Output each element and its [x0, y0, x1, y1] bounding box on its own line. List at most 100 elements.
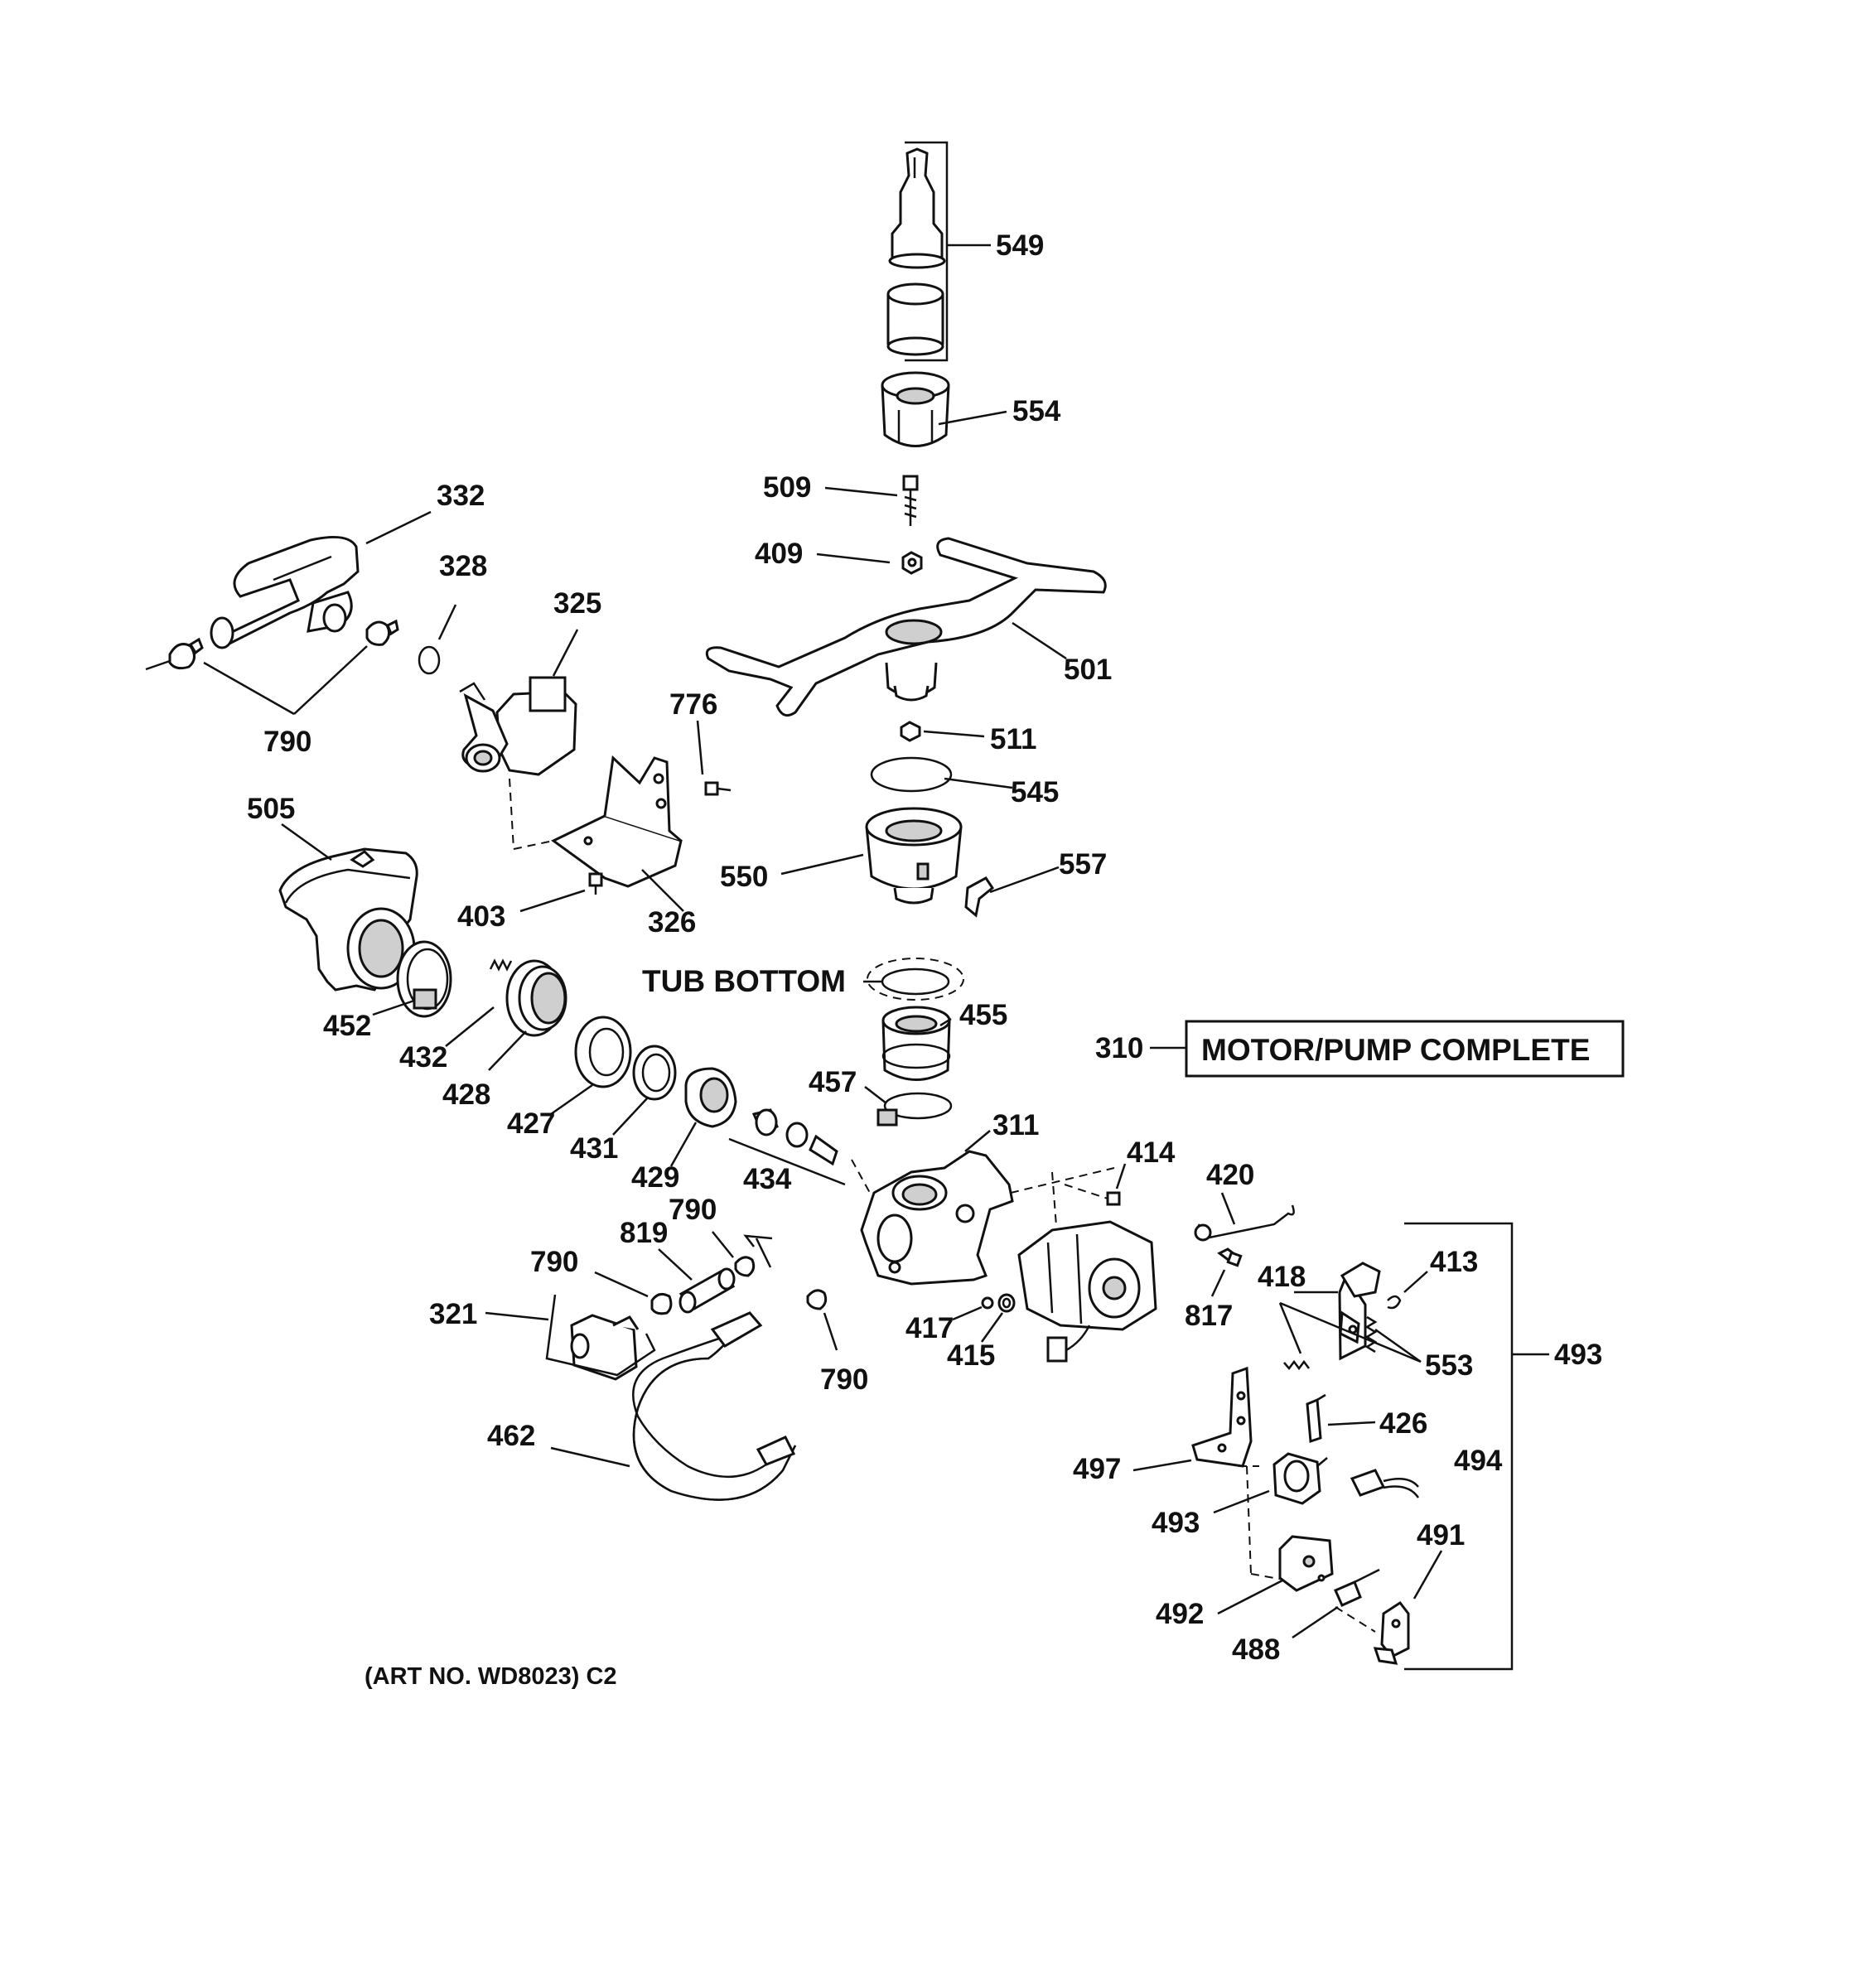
- part-motor: [1017, 1220, 1157, 1363]
- art-number: (ART NO. WD8023) C2: [365, 1663, 617, 1690]
- part-434-check-valve: [751, 1108, 838, 1166]
- part-spring-upper: [1340, 1262, 1381, 1353]
- label-321: 321: [429, 1298, 477, 1330]
- part-509-screw: [902, 475, 919, 526]
- part-545-ring: [870, 756, 953, 793]
- part-417-washer: [981, 1296, 994, 1310]
- part-420-rod: [1194, 1204, 1295, 1242]
- label-545: 545: [1011, 776, 1059, 808]
- label-403: 403: [457, 900, 505, 933]
- label-414: 414: [1127, 1136, 1176, 1169]
- part-328-ring: [418, 645, 441, 675]
- part-554-filter: [881, 371, 950, 447]
- label-413: 413: [1430, 1246, 1478, 1278]
- label-427: 427: [507, 1107, 555, 1140]
- part-776-screw: [704, 781, 732, 796]
- label-488: 488: [1232, 1633, 1280, 1666]
- part-403-screw: [588, 872, 603, 895]
- label-409: 409: [755, 538, 803, 570]
- label-455: 455: [959, 999, 1007, 1031]
- label-501: 501: [1064, 654, 1112, 686]
- label-819: 819: [620, 1217, 668, 1249]
- label-311: 311: [992, 1109, 1039, 1141]
- part-332-hose: [210, 535, 360, 649]
- part-511-nut: [900, 721, 921, 742]
- label-493-bracket: 493: [1554, 1339, 1602, 1371]
- label-817: 817: [1185, 1300, 1233, 1332]
- part-427-gasket: [574, 1016, 632, 1088]
- label-418: 418: [1258, 1261, 1306, 1293]
- label-497: 497: [1073, 1453, 1121, 1485]
- label-325: 325: [553, 587, 601, 620]
- part-415-washer: [997, 1293, 1016, 1313]
- label-554: 554: [1012, 395, 1061, 427]
- label-417: 417: [905, 1312, 954, 1344]
- part-488-switch: [1334, 1568, 1380, 1607]
- label-790-right: 790: [820, 1363, 868, 1396]
- label-428: 428: [442, 1078, 490, 1111]
- label-550: 550: [720, 861, 768, 893]
- label-457: 457: [809, 1066, 857, 1098]
- part-462-hose: [632, 1311, 797, 1501]
- part-413-clip: [1387, 1295, 1402, 1310]
- part-325-valve: [459, 676, 577, 776]
- label-431: 431: [570, 1132, 618, 1165]
- part-505-sump: [278, 847, 418, 992]
- label-434: 434: [743, 1163, 792, 1195]
- tub-bottom-label: TUB BOTTOM: [642, 964, 846, 998]
- part-491-bracket: [1373, 1600, 1410, 1665]
- part-455-seal: [881, 1006, 951, 1081]
- label-776: 776: [669, 688, 717, 721]
- label-420: 420: [1206, 1159, 1254, 1191]
- motor-pump-complete-label: MOTOR/PUMP COMPLETE: [1201, 1033, 1590, 1067]
- label-553: 553: [1425, 1349, 1473, 1382]
- part-819-tube: [678, 1267, 736, 1314]
- part-431-ring: [632, 1045, 677, 1101]
- label-426: 426: [1379, 1407, 1427, 1440]
- part-432-spring: [489, 958, 513, 972]
- label-493-solenoid: 493: [1152, 1507, 1200, 1539]
- label-432: 432: [399, 1041, 447, 1074]
- part-409-nut: [901, 551, 923, 575]
- label-332: 332: [437, 480, 485, 512]
- part-497-bracket: [1191, 1366, 1253, 1468]
- label-415: 415: [947, 1339, 995, 1372]
- part-311-pump: [860, 1150, 1014, 1286]
- label-557: 557: [1059, 848, 1107, 881]
- part-493-solenoid: [1272, 1452, 1328, 1505]
- part-321-valve: [570, 1314, 640, 1381]
- label-492: 492: [1156, 1598, 1204, 1630]
- part-426-pin: [1306, 1393, 1326, 1444]
- label-429: 429: [631, 1161, 679, 1194]
- part-414-screw: [1106, 1191, 1121, 1206]
- part-550-housing: [865, 807, 963, 905]
- motor-pump-complete-callout: 310 MOTOR/PUMP COMPLETE: [1095, 1020, 1625, 1078]
- part-790-clamp: [168, 619, 399, 670]
- part-429-impeller: [684, 1067, 737, 1128]
- part-492-actuator: [1278, 1535, 1334, 1592]
- label-505: 505: [247, 793, 295, 825]
- label-549: 549: [996, 229, 1044, 262]
- part-557-clip: [964, 876, 995, 918]
- label-462: 462: [487, 1420, 535, 1452]
- part-spring-left: [1283, 1359, 1310, 1371]
- labels: 549 554 509 409 501 511 545 550 557 332 …: [247, 229, 1602, 1666]
- label-790-upper: 790: [263, 726, 311, 758]
- label-494: 494: [1454, 1445, 1503, 1477]
- part-494-connector: [1350, 1469, 1420, 1498]
- part-790-clamp-lower: [650, 1256, 828, 1315]
- label-509: 509: [763, 471, 811, 504]
- label-790-left: 790: [530, 1246, 578, 1278]
- part-326-bracket: [551, 755, 683, 888]
- label-452: 452: [323, 1010, 371, 1042]
- label-511: 511: [990, 723, 1036, 755]
- part-428-screen: [505, 959, 567, 1037]
- label-491: 491: [1417, 1519, 1465, 1551]
- part-457-clamp: [876, 1092, 953, 1127]
- label-790-top: 790: [669, 1194, 717, 1226]
- part-817-screw: [1217, 1247, 1243, 1267]
- label-328: 328: [439, 550, 487, 582]
- part-549-spray-tube: [886, 147, 946, 356]
- label-310: 310: [1095, 1032, 1143, 1064]
